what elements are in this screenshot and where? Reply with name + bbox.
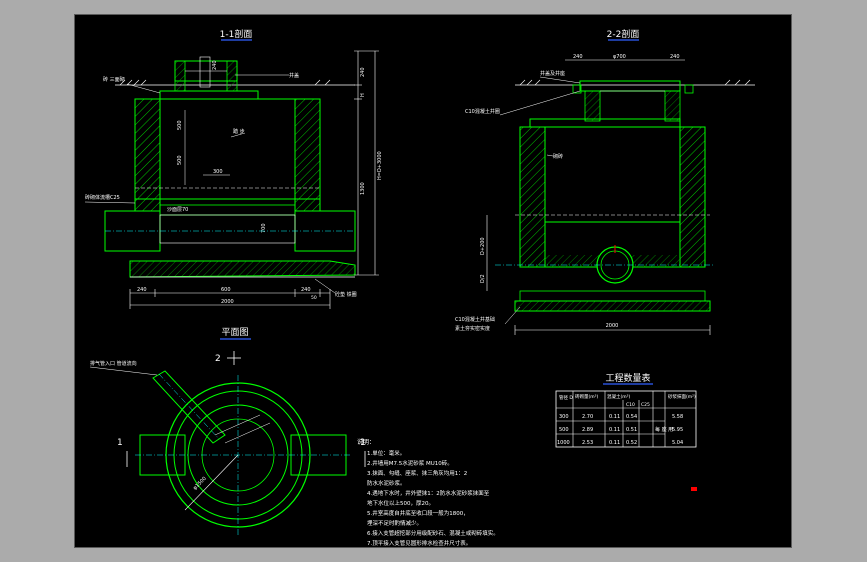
svg-text:φ700: φ700 — [613, 54, 626, 60]
note-line: 地下水位以上500，厚20。 — [367, 499, 434, 507]
neck-wall-right — [226, 60, 238, 92]
note-line: 7.顶平接入支管见圆形排水检查井尺寸表。 — [367, 539, 471, 547]
svg-text:0.51: 0.51 — [626, 427, 637, 433]
svg-text:300: 300 — [213, 169, 223, 175]
label-cover-seat: 井盖及井座 — [540, 70, 565, 77]
note-line: 埋深不足时酌情减少。 — [367, 519, 422, 527]
wall-left-2 — [519, 126, 546, 268]
label-cover: 井盖 — [289, 72, 299, 79]
notes-block: 说明： 1.单位：毫米。 2.井墙用M7.5水泥砂浆 MU10砖。 3.抹面、勾… — [357, 438, 499, 547]
svg-text:2.89: 2.89 — [582, 427, 593, 433]
svg-text:H=D+3000: H=D+3000 — [377, 151, 383, 180]
top-slab-2 — [529, 118, 681, 128]
table-title: 工程数量表 — [605, 372, 650, 384]
section-marker-1-right: 1 — [360, 438, 366, 448]
svg-text:混凝土(m³): 混凝土(m³) — [607, 393, 630, 400]
svg-text:0.54: 0.54 — [626, 414, 637, 420]
section-marker-2: 2 — [215, 354, 221, 364]
section-marker-1-left: 1 — [117, 438, 123, 448]
svg-text:240: 240 — [573, 54, 583, 60]
svg-text:0.11: 0.11 — [609, 440, 620, 446]
notes-title: 说明： — [357, 438, 375, 446]
section-2-2-title: 2-2剖面 — [607, 28, 640, 40]
label-concrete-base: 砼垫 铁圈 — [335, 291, 357, 298]
drawing-sheet: 1-1剖面 240 500 500 300 踏 步 — [74, 14, 792, 548]
section-2-2: 2-2剖面 240 φ700 240 D+ — [455, 28, 755, 335]
svg-text:1300: 1300 — [360, 182, 366, 195]
svg-text:2.70: 2.70 — [582, 414, 593, 420]
svg-text:600: 600 — [221, 287, 231, 293]
plan-branch-pipe — [152, 370, 226, 444]
label-sand-layer: 沙面层70 — [167, 207, 188, 213]
svg-text:2.53: 2.53 — [582, 440, 593, 446]
label-inlet-direction: 排气管入口 管道流向 — [90, 360, 137, 367]
channel-box — [159, 214, 296, 244]
neck-wall-left — [174, 60, 186, 92]
svg-text:500: 500 — [559, 427, 569, 433]
svg-text:1000: 1000 — [557, 440, 570, 446]
note-line: 5.井室高度自井底至收口段一般为1800， — [367, 509, 469, 517]
svg-text:50: 50 — [311, 295, 317, 301]
wall-left-1 — [134, 98, 161, 200]
svg-text:700: 700 — [261, 223, 267, 233]
plan-view: 平面图 2 1 1 φ1500 排气管入口 管道流向 — [89, 327, 366, 535]
svg-text:5.95: 5.95 — [672, 427, 683, 433]
svg-text:300: 300 — [559, 414, 569, 420]
section-1-1-title: 1-1剖面 — [220, 28, 253, 40]
label-c10-base: C10混凝土井基础 — [455, 316, 495, 323]
svg-text:500: 500 — [177, 120, 183, 130]
svg-text:0.11: 0.11 — [609, 414, 620, 420]
note-line: 3.抹面、勾缝、座浆、抹三角灰均用1：2 — [367, 469, 467, 477]
note-line: 1.单位：毫米。 — [367, 449, 405, 457]
svg-text:2000: 2000 — [221, 299, 234, 305]
table-merged-cell: 每 座 用 — [655, 426, 673, 433]
svg-text:D/2: D/2 — [480, 274, 486, 283]
step-bars — [199, 56, 211, 88]
svg-text:管径 D: 管径 D — [559, 394, 573, 401]
base-slab-2 — [514, 300, 711, 312]
label-c10-ring: C10混凝土井圈 — [465, 108, 500, 115]
svg-text:5.04: 5.04 — [672, 440, 683, 446]
note-line: 4.遇地下水时，井外壁抹1：2防水水泥砂浆抹面至 — [367, 489, 490, 497]
label-triangle-masonry: 砖 三面砌 — [103, 76, 125, 83]
svg-text:H: H — [360, 93, 366, 97]
label-flow-channel: 砖砌体流槽C25 — [85, 194, 120, 201]
wall-right-1 — [294, 98, 321, 200]
svg-text:240: 240 — [137, 287, 147, 293]
section-1-1: 1-1剖面 240 500 500 300 踏 步 — [84, 28, 383, 309]
svg-text:C25: C25 — [641, 402, 650, 408]
svg-text:砖砌量(m³): 砖砌量(m³) — [575, 393, 598, 400]
note-line: 6.接入支管超挖部分用级配砂石、混凝土或砌砖填实。 — [367, 529, 499, 537]
svg-text:D+200: D+200 — [480, 237, 486, 255]
svg-text:240: 240 — [212, 60, 218, 70]
svg-text:2000: 2000 — [606, 323, 619, 329]
label-masonry: 砌砖 — [553, 153, 563, 160]
red-marker — [691, 487, 697, 491]
svg-text:240: 240 — [670, 54, 680, 60]
note-line: 防水水泥砂浆。 — [367, 479, 406, 487]
svg-text:240: 240 — [360, 67, 366, 77]
svg-text:500: 500 — [177, 155, 183, 165]
plan-title: 平面图 — [221, 327, 248, 338]
top-slab — [159, 90, 259, 100]
svg-text:5.58: 5.58 — [672, 414, 683, 420]
quantity-table: 工程数量表 管径 D 砖砌量(m³) 混凝土(m³) C10 C25 砂浆抹面(… — [555, 372, 697, 448]
wall-right-2 — [679, 126, 706, 268]
svg-text:C10: C10 — [626, 402, 635, 408]
svg-text:砂浆抹面(m²): 砂浆抹面(m²) — [668, 393, 696, 400]
label-compacted-soil: 素土夯实密实度 — [455, 325, 490, 332]
svg-text:240: 240 — [301, 287, 311, 293]
neck-2 — [579, 80, 681, 92]
svg-text:0.52: 0.52 — [626, 440, 637, 446]
steps-label: 踏 步 — [233, 128, 245, 135]
cad-drawing: 1-1剖面 240 500 500 300 踏 步 — [84, 28, 755, 547]
svg-text:0.11: 0.11 — [609, 427, 620, 433]
note-line: 2.井墙用M7.5水泥砂浆 MU10砖。 — [367, 459, 453, 467]
base-slab-1 — [129, 260, 356, 278]
